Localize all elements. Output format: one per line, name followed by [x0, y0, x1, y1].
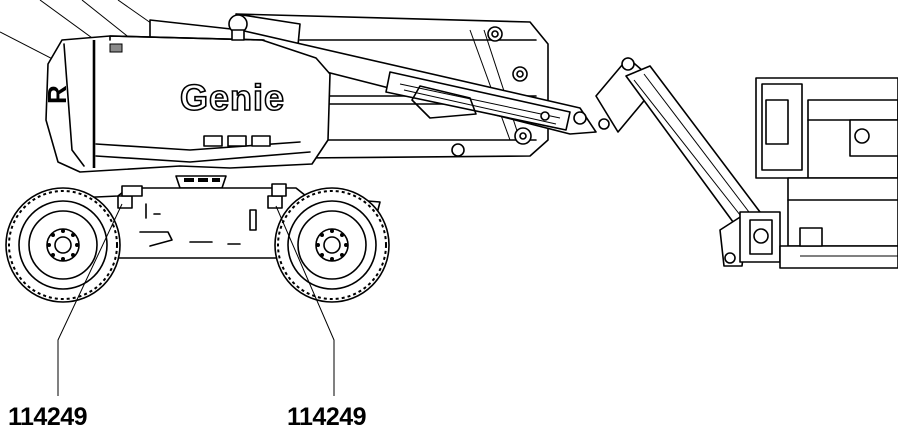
- jib-boom: [595, 57, 761, 267]
- callout-label-left: 114249: [8, 403, 88, 431]
- rear-logo-mark: R: [42, 85, 72, 104]
- left-wheel: [5, 187, 121, 303]
- callout-leaders-bottom: [57, 203, 335, 396]
- callout-label-right: 114249: [287, 403, 367, 431]
- right-wheel: [274, 187, 390, 303]
- brand-logo: Genie: [180, 77, 285, 118]
- platform-rotator: [739, 211, 781, 263]
- turntable-cover: [45, 14, 331, 189]
- decal-patch: [109, 43, 123, 53]
- platform-basket: [755, 77, 898, 269]
